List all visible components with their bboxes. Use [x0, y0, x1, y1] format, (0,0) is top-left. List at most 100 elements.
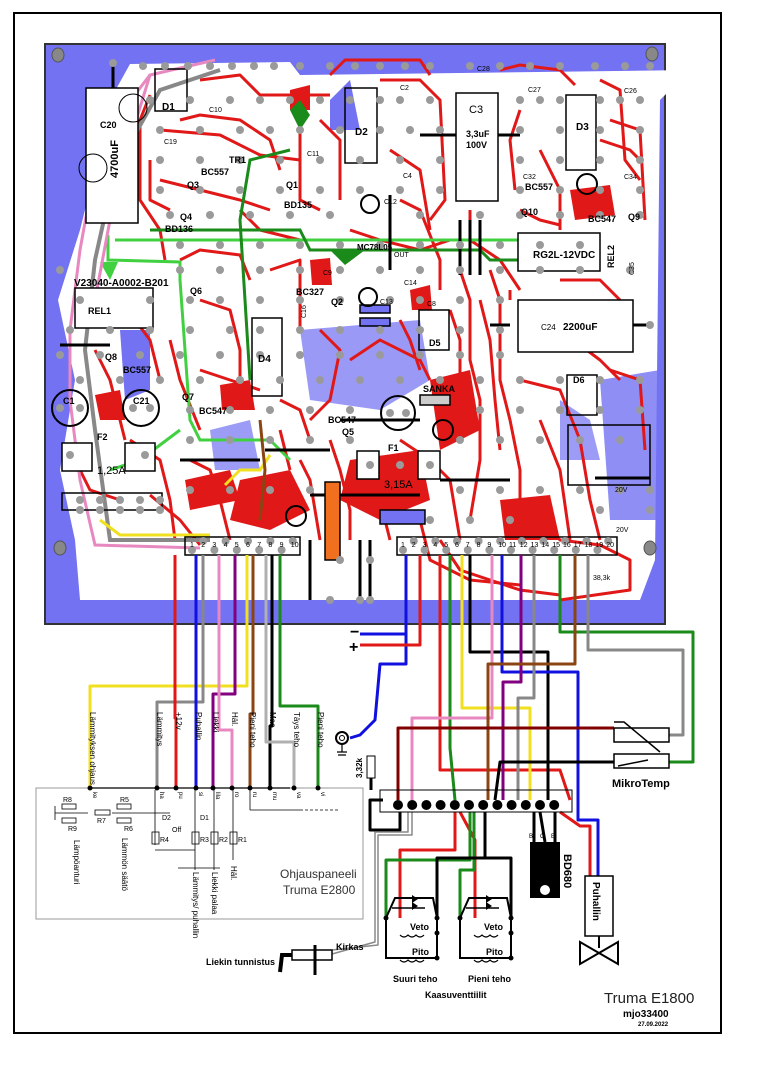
label-c27: C27 — [528, 87, 541, 94]
pad — [256, 296, 264, 304]
panel-labels: R8 R9 R7 R5 R6 D2 D1 Off R1 R2 R3 R4 Läm… — [63, 797, 357, 938]
copper-pour — [430, 370, 480, 450]
pad — [576, 486, 584, 494]
pad — [246, 211, 254, 219]
copper-trace — [508, 109, 522, 191]
label-f1-value: 3,15A — [384, 479, 413, 491]
valve-coil-frame — [385, 918, 438, 959]
connector-right-pad — [571, 546, 580, 554]
label-lampoanturi: Lämpöanturi — [72, 840, 81, 885]
pad — [646, 506, 654, 514]
panel-pin-node — [173, 785, 179, 791]
pad — [636, 186, 644, 194]
c20-side — [78, 153, 108, 183]
pad — [216, 296, 224, 304]
pad — [346, 96, 354, 104]
pad — [526, 62, 534, 70]
connector-left-pin-number: 9 — [280, 542, 284, 549]
harness-wire — [460, 555, 532, 800]
copper-trace — [538, 419, 572, 541]
connector-right-pad — [528, 546, 537, 554]
label-suuri-teho: Suuri teho — [393, 974, 438, 984]
pad — [156, 496, 164, 504]
light-green-pour — [100, 262, 118, 280]
harness-wire — [516, 555, 536, 800]
power-terminals: − + — [349, 624, 359, 656]
pad — [186, 406, 194, 414]
label-kaasuventtiilit: Kaasuventtiilit — [425, 990, 487, 1000]
node — [508, 930, 514, 936]
coil-inductor — [324, 481, 341, 561]
panel-pin-label: pu — [177, 792, 183, 799]
pad — [196, 376, 204, 384]
pad — [306, 486, 314, 494]
connector-left-pin-number: 2 — [201, 542, 205, 549]
pad — [156, 506, 164, 514]
connector-right-pad — [539, 537, 548, 545]
pad — [146, 326, 154, 334]
pad — [496, 296, 504, 304]
harness-wire — [493, 760, 614, 801]
copper-pour — [220, 380, 255, 410]
harness-wire — [278, 555, 320, 788]
r1-symbol — [229, 831, 238, 845]
f2-holder-a — [61, 442, 93, 472]
pad — [336, 296, 344, 304]
copper-pour — [230, 470, 310, 530]
pad — [306, 436, 314, 444]
harness-wire — [173, 555, 178, 788]
pad — [256, 326, 264, 334]
label-c8: C8 — [427, 301, 436, 308]
label-332k: 3,32k — [355, 757, 364, 778]
copper-trace — [499, 63, 577, 87]
label-c26: C26 — [624, 88, 637, 95]
diode-power — [379, 509, 426, 525]
pad — [636, 96, 644, 104]
connector-left-pin-number: 6 — [246, 542, 250, 549]
r2-symbol — [210, 831, 219, 845]
r9-symbol — [61, 817, 77, 824]
pad — [536, 241, 544, 249]
mounting-hole — [53, 540, 67, 556]
pad — [386, 296, 394, 304]
pad — [396, 186, 404, 194]
harness-wire — [559, 810, 592, 876]
connector-right-pin-number: 18 — [585, 542, 593, 549]
label-q3: Q3 — [187, 180, 199, 190]
label-q7: Q7 — [182, 392, 194, 402]
copper-pour — [500, 495, 560, 540]
pad — [456, 266, 464, 274]
harness-wire — [217, 555, 234, 788]
harness-wire — [558, 555, 695, 764]
label-bc547-q9: BC547 — [588, 214, 616, 224]
connector-right-pin-number: 4 — [433, 542, 437, 549]
pad — [76, 506, 84, 514]
fan-blade-icon — [579, 940, 619, 966]
label-d5: D5 — [429, 338, 441, 348]
ground-symbol-icon — [337, 744, 347, 756]
harness-wire — [248, 555, 255, 788]
label-off: Off — [172, 827, 181, 834]
pad — [596, 126, 604, 134]
pad — [416, 351, 424, 359]
pad — [136, 496, 144, 504]
gas-valve-large: Veto Pito Suuri teho — [383, 895, 440, 984]
pad — [206, 62, 214, 70]
flame-sensor-probe — [278, 953, 292, 973]
pad — [376, 62, 384, 70]
harness-wire — [384, 812, 472, 918]
d3-outline — [565, 94, 597, 171]
pad — [496, 486, 504, 494]
harness-wire — [396, 726, 614, 800]
pad — [536, 486, 544, 494]
pad — [416, 296, 424, 304]
mounting-hole — [51, 47, 65, 63]
light-green-pours — [100, 262, 118, 280]
label-c3-voltage: 100V — [466, 140, 487, 150]
pad — [356, 596, 364, 604]
pad — [166, 211, 174, 219]
pad — [516, 211, 524, 219]
harness-wire — [88, 555, 249, 788]
pad — [296, 296, 304, 304]
